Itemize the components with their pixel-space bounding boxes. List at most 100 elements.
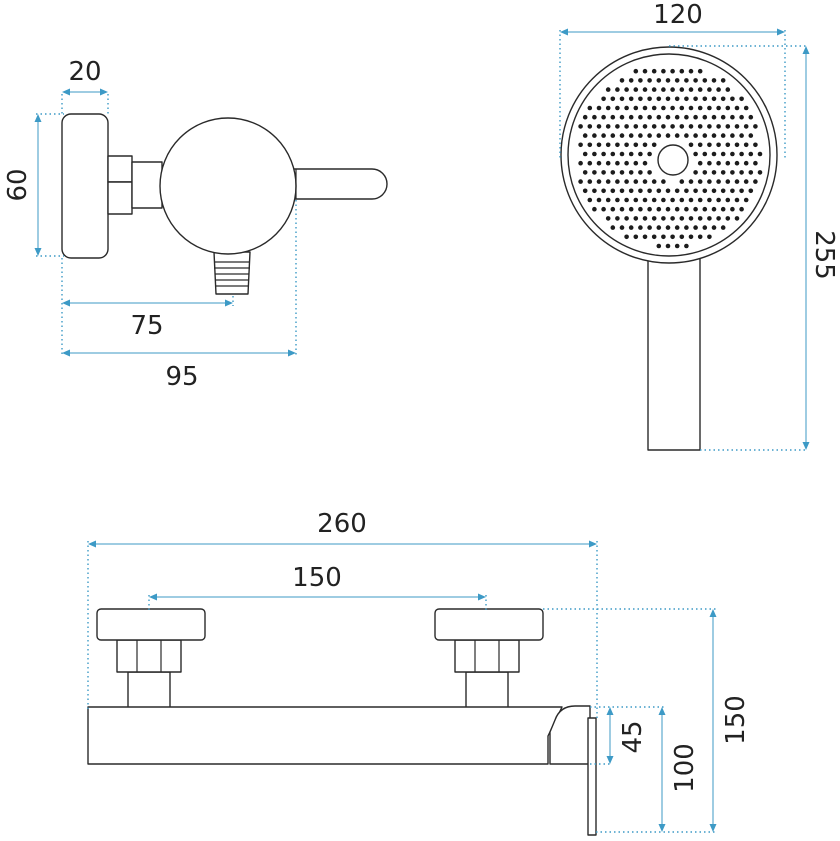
spray-hole [647, 133, 652, 138]
spray-hole [702, 170, 708, 175]
spray-hole [601, 206, 606, 212]
dim-label-75: 75 [130, 311, 163, 341]
spray-hole [633, 179, 639, 184]
spray-hole [651, 142, 657, 148]
spray-hole [693, 225, 698, 230]
spray-hole [647, 78, 652, 83]
spray-hole [661, 179, 666, 184]
spray-hole [739, 170, 744, 175]
right-hex-nut [454, 639, 520, 673]
spray-hole [707, 234, 712, 240]
spray-hole [665, 188, 671, 194]
spray-hole [633, 234, 639, 240]
spray-hole [582, 151, 588, 157]
nut-upper [107, 155, 133, 183]
dim-label-150-height: 150 [721, 695, 751, 745]
spray-hole [748, 133, 754, 138]
spray-hole [624, 160, 629, 166]
spray-hole [615, 142, 620, 148]
spray-hole [720, 78, 726, 83]
spray-hole [707, 87, 712, 92]
spray-hole [615, 216, 620, 221]
spray-hole [651, 179, 657, 184]
spray-hole [697, 87, 703, 92]
spray-hole [679, 87, 685, 92]
spray-hole [615, 197, 620, 203]
spray-hole [684, 206, 689, 212]
spray-hole [693, 96, 698, 102]
left-wall-rosette [96, 608, 206, 641]
spray-hole [638, 78, 643, 83]
spray-hole [697, 142, 703, 148]
spray-hole [656, 188, 662, 194]
spray-hole [716, 197, 721, 203]
spray-hole [610, 114, 616, 120]
spray-hole [605, 105, 611, 111]
wall-flange [61, 113, 109, 259]
spray-hole [638, 188, 643, 194]
spray-hole [661, 234, 666, 240]
spray-hole [619, 96, 625, 102]
spray-hole [725, 87, 731, 92]
spray-hole [642, 197, 648, 203]
spray-hole [642, 68, 648, 74]
spray-hole [647, 151, 652, 157]
spray-hole [688, 179, 694, 184]
spray-hole [707, 124, 712, 129]
spray-hole [605, 197, 611, 203]
spray-hole [656, 243, 662, 249]
spray-hole [739, 188, 744, 194]
spray-hole [716, 160, 721, 166]
spray-hole [615, 179, 620, 184]
spray-hole [665, 78, 671, 83]
spray-hole [711, 78, 717, 83]
spray-hole [688, 234, 694, 240]
spray-hole [720, 133, 726, 138]
spray-hole [610, 151, 616, 157]
spray-hole [720, 225, 726, 230]
mixer-front-view: 260 150 45 100 150 [87, 509, 751, 836]
spray-hole [651, 197, 657, 203]
spray-hole [688, 142, 694, 148]
spray-hole [638, 170, 643, 175]
spray-hole [693, 170, 698, 175]
spray-hole [633, 216, 639, 221]
spray-hole [665, 206, 671, 212]
spray-hole [610, 225, 616, 230]
mixer-side-view: 20 60 75 95 [3, 57, 388, 392]
spray-hole [642, 234, 648, 240]
spray-hole [734, 216, 740, 221]
spray-hole [702, 114, 708, 120]
spray-hole [743, 124, 749, 129]
spray-hole [697, 197, 703, 203]
spray-hole [734, 179, 740, 184]
spray-hole [596, 142, 602, 148]
spray-hole [711, 114, 717, 120]
spray-hole [711, 225, 717, 230]
spray-hole [711, 151, 717, 157]
spray-hole [711, 170, 717, 175]
spray-hole [633, 160, 639, 166]
spray-hole [720, 151, 726, 157]
dim-label-255: 255 [809, 230, 839, 280]
spray-hole [716, 216, 721, 221]
spray-hole [661, 197, 666, 203]
spray-hole [615, 124, 620, 129]
spray-hole [592, 206, 597, 212]
spray-hole [679, 179, 685, 184]
spray-hole [743, 105, 749, 111]
outlet-nipple [213, 251, 251, 295]
spray-hole [711, 206, 717, 212]
spray-hole [679, 234, 685, 240]
spray-hole [670, 124, 675, 129]
spray-hole [748, 151, 754, 157]
spray-hole [587, 105, 593, 111]
spray-hole [619, 78, 625, 83]
spray-hole [720, 188, 726, 194]
spray-hole [610, 206, 616, 212]
spray-hole [587, 197, 593, 203]
spray-hole [633, 68, 639, 74]
spray-hole [624, 142, 629, 148]
shower-handle [647, 249, 701, 451]
spray-hole [605, 124, 611, 129]
